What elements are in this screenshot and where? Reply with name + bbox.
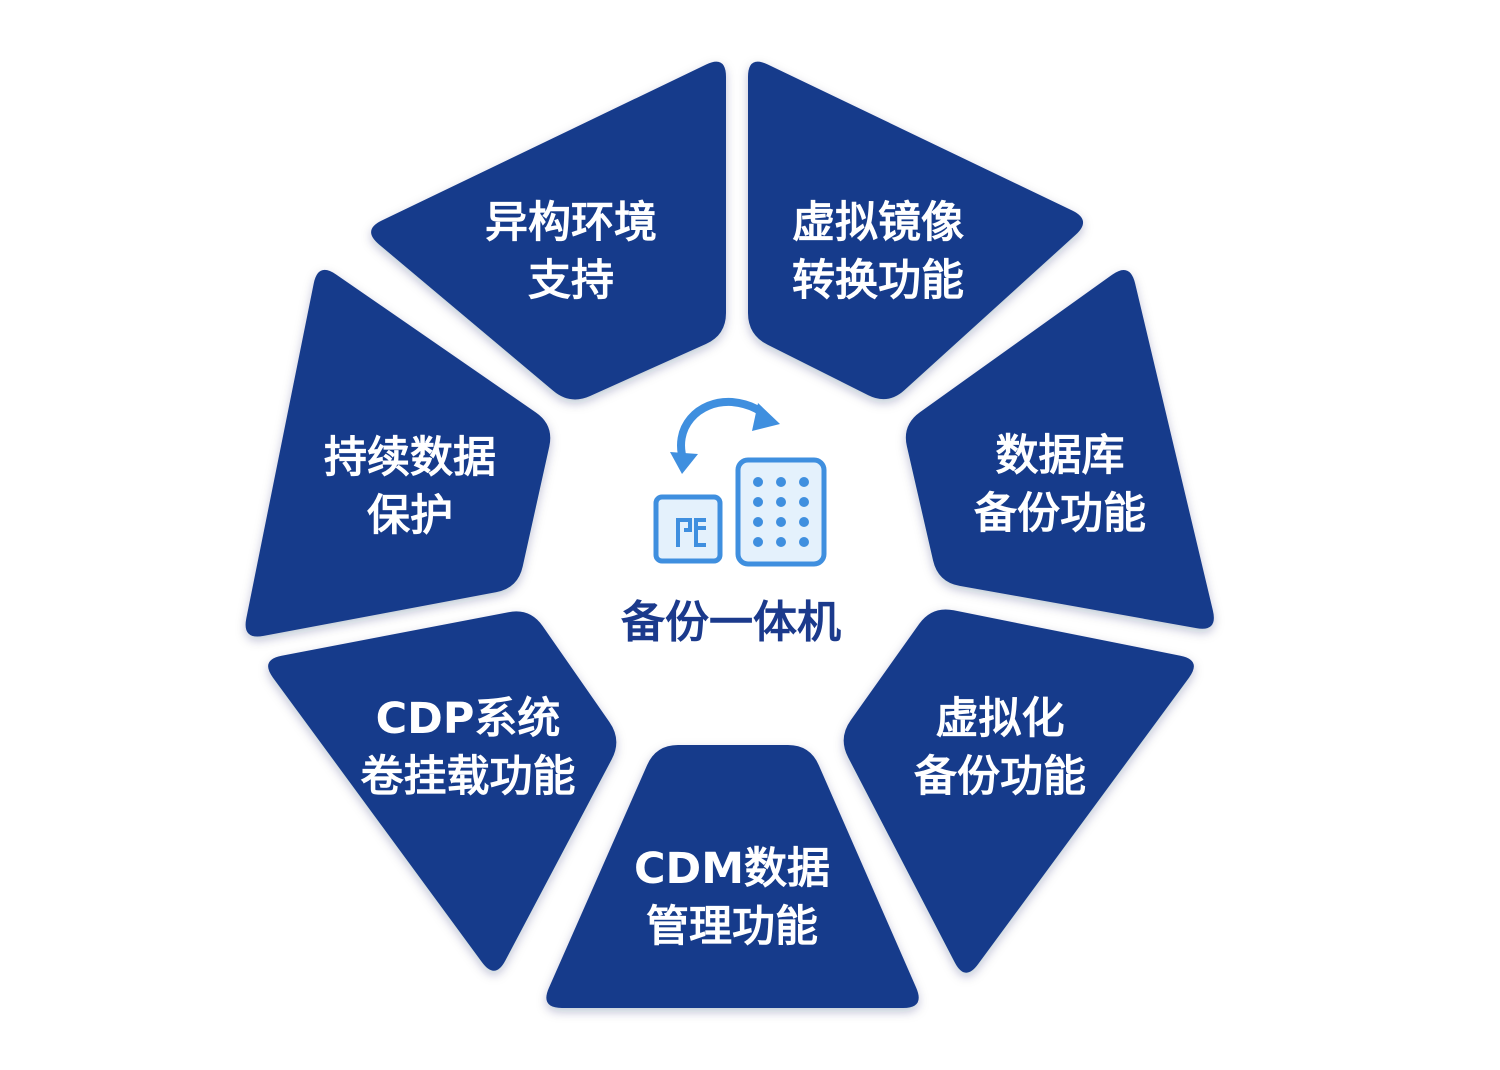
segment-label-line: 支持 [528,256,614,306]
segment-shape [546,745,919,1008]
storage-array-icon [735,457,827,567]
segment-label-line: 数据库 [996,431,1125,481]
logo-icon [676,518,706,547]
indicator-dot [776,517,786,527]
segment-label-line: 异构环境 [485,198,657,248]
segment-label-line: 卷挂载功能 [361,752,576,802]
segment-label-line: 转换功能 [792,256,964,306]
indicator-dot [799,477,809,487]
indicator-dot [776,537,786,547]
indicator-dot [753,517,763,527]
segment-label-line: CDM数据 [634,844,830,894]
backup-appliance-icon [653,397,827,567]
segment-shape [371,61,726,400]
segment-label-line: 持续数据 [324,433,496,483]
segment-label-line: 保护 [367,491,453,541]
segment-shape [748,61,1084,400]
segment-label-line: 备份功能 [914,752,1086,802]
indicator-dot [753,477,763,487]
segment-shape [268,611,617,971]
segment-shape [245,269,551,637]
indicator-dot [753,537,763,547]
indicator-dot [799,497,809,507]
indicator-dot [799,537,809,547]
arrow-head-icon [752,403,780,431]
segment-label-line: 备份功能 [974,489,1146,539]
segment-label-line: 虚拟镜像 [792,198,964,248]
indicator-dot [776,477,786,487]
sync-arrow-icon [677,397,772,466]
segment-label-line: 管理功能 [646,902,818,952]
indicator-dot [799,517,809,527]
segment-label-line: 虚拟化 [936,694,1065,744]
indicator-dot [776,497,786,507]
segment-label-line: CDP系统 [376,694,561,744]
segments: 异构环境支持虚拟镜像转换功能数据库备份功能虚拟化备份功能CDM数据管理功能CDP… [245,61,1214,1008]
arrow-head-icon [670,452,698,474]
segment-shape [905,270,1214,629]
indicator-dot [753,497,763,507]
segment-shape [843,609,1194,973]
indicator-dots [753,477,809,547]
center-label: 备份一体机 [621,597,841,648]
